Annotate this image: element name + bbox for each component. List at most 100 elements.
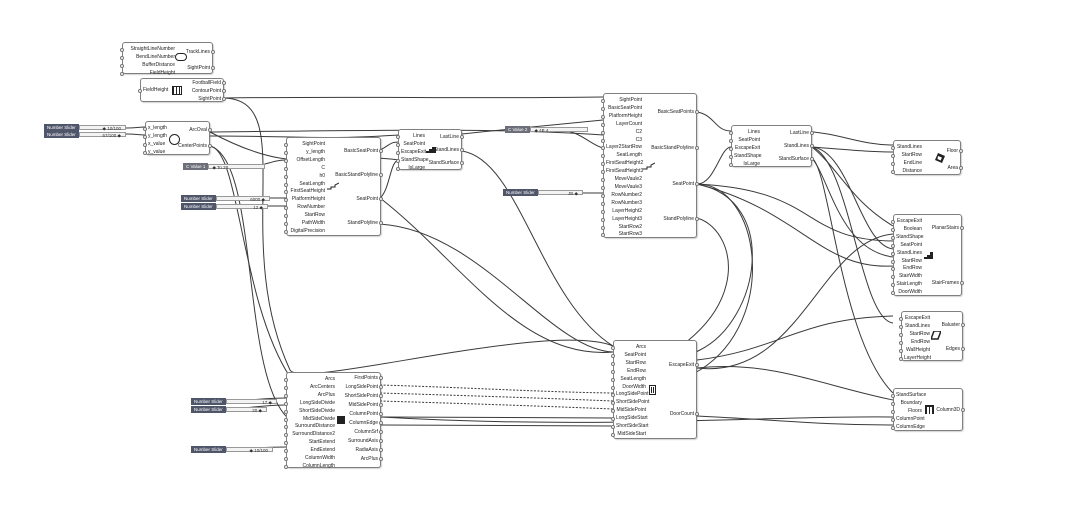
input-port[interactable]: StartRow — [891, 152, 922, 160]
number-slider[interactable]: Number Slider 67/100 ◆ — [44, 131, 126, 138]
input-port[interactable]: BendLineNumber — [120, 54, 175, 62]
input-port[interactable]: SeatPoint — [891, 242, 922, 250]
component-football-field[interactable]: FieldHeight FootballField ContourPoint S… — [137, 78, 227, 102]
slider-track[interactable]: 12 ◆ — [215, 204, 268, 210]
input-port[interactable]: FirstSeatHeight2 — [601, 160, 644, 167]
slider-track[interactable]: 20 ◆ — [225, 407, 267, 413]
input-port[interactable]: StandSurface — [891, 392, 927, 398]
input-port[interactable]: EndRow — [899, 339, 930, 347]
input-port[interactable]: SurroundDistance — [284, 423, 335, 431]
input-port[interactable]: IsLarge — [729, 161, 760, 169]
input-port[interactable]: DoorWidth — [611, 384, 646, 392]
output-port[interactable]: BasicStandPolyline — [335, 172, 383, 178]
input-port[interactable]: SeatPoint — [396, 141, 425, 149]
input-port[interactable]: EndLine — [891, 160, 922, 168]
input-port[interactable]: MidSideStart — [611, 431, 646, 439]
input-port[interactable]: ShortSideDivide — [284, 408, 335, 416]
input-port[interactable]: IsLarge — [396, 165, 425, 173]
input-port[interactable]: FieldHeight — [120, 70, 175, 78]
c-value-param[interactable]: C Value 2 ◆ 4B 4 — [505, 126, 588, 133]
input-port[interactable]: C2 — [601, 129, 642, 137]
input-port[interactable]: StairLength — [891, 281, 922, 289]
input-port[interactable]: Distance — [891, 168, 922, 176]
output-port[interactable]: ColumnPoint — [349, 411, 383, 417]
input-port[interactable]: SeatLength — [284, 181, 325, 189]
input-port[interactable]: SeatLength — [601, 152, 642, 160]
component-column-3d[interactable]: StandSurface Boundary Floors ColumnPoint… — [891, 388, 965, 431]
input-port[interactable]: x_length — [143, 125, 167, 131]
component-basic-seat-left[interactable]: SightPoint y_length OffsetLength C h0 Se… — [284, 137, 383, 236]
input-port[interactable]: y_length — [284, 149, 325, 157]
output-port[interactable]: ColumnSrf — [354, 429, 383, 435]
input-port[interactable]: y_value — [143, 148, 166, 155]
input-port[interactable]: MoveVaule3 — [601, 184, 642, 192]
output-port[interactable]: SeatPoint — [672, 181, 699, 187]
input-port[interactable]: StartRow — [891, 258, 922, 266]
component-arc-oval[interactable]: x_length y_length x_value y_value ArcOva… — [143, 121, 212, 155]
input-port[interactable]: EndRow — [891, 265, 922, 273]
output-port[interactable]: StandPolyline — [663, 216, 699, 222]
input-port[interactable]: Arcs — [611, 344, 646, 352]
slider-track[interactable]: JB ◆ — [537, 190, 583, 196]
output-port[interactable]: StandSurface — [428, 160, 465, 166]
number-slider[interactable]: Number Slider ◆ 10/100 — [44, 124, 126, 131]
c-value-track[interactable]: ◆ To 28 — [208, 164, 265, 170]
component-stand-lines-right[interactable]: Lines SeatPoint EscapeExit StandShape Is… — [729, 125, 815, 169]
input-port[interactable]: StandShape — [396, 156, 429, 163]
input-port[interactable]: LayerHeight — [899, 354, 931, 361]
input-port[interactable]: SightPoint — [601, 97, 642, 105]
input-port[interactable]: MoveVaule2 — [601, 176, 642, 184]
output-port[interactable]: ArcPlus — [360, 456, 384, 462]
output-port[interactable]: EscapeExit — [668, 362, 700, 368]
output-port[interactable]: TrackLines — [185, 49, 216, 55]
output-port[interactable]: StairFrames — [931, 280, 965, 286]
component-planar-stairs[interactable]: EscapeExit Boolean StandShape SeatPoint … — [891, 214, 965, 297]
input-port[interactable]: StartRow2 — [601, 224, 642, 232]
output-port[interactable]: BasicStandPolyline — [651, 145, 699, 151]
c-value-param[interactable]: C Value 1 ◆ To 28 — [183, 163, 265, 170]
input-port[interactable]: StraightLineNumber — [120, 46, 175, 54]
output-port[interactable]: LongSidePoint — [345, 384, 383, 390]
input-port[interactable]: ShortSideStart — [611, 423, 649, 430]
output-port[interactable]: Floor — [946, 148, 964, 154]
component-basic-seat-right[interactable]: SightPoint BasicSeatPoint PlatformHeight… — [601, 93, 700, 238]
input-port[interactable]: StandShape — [891, 233, 924, 240]
input-port[interactable]: SurroundDistance2 — [284, 431, 335, 439]
input-port[interactable]: ShortSidePoint — [611, 399, 650, 406]
input-port[interactable]: LongSideDivide — [284, 400, 335, 408]
output-port[interactable]: SurroundAxis — [347, 438, 384, 444]
input-port[interactable]: EscapeExit — [899, 315, 930, 323]
output-port[interactable]: StandLines — [783, 143, 815, 149]
output-port[interactable]: ArcOval — [189, 127, 212, 133]
input-port[interactable]: ColumnEdge — [891, 423, 925, 430]
output-port[interactable]: RadiaAxis — [355, 447, 383, 453]
input-port[interactable]: x_value — [143, 140, 166, 147]
input-port[interactable]: LongSidePoint — [611, 391, 649, 398]
output-port[interactable]: Area — [947, 165, 963, 171]
output-port[interactable]: MidSidePoint — [348, 402, 384, 408]
input-port[interactable]: LayerCount — [601, 121, 642, 129]
input-port[interactable]: DoorWidth — [891, 289, 922, 297]
output-port[interactable]: FootballField — [192, 80, 226, 86]
input-port[interactable]: Floors — [891, 408, 922, 416]
number-slider[interactable]: Number Slider 6000 ◆ — [181, 195, 270, 202]
input-port[interactable]: StartRow — [284, 212, 325, 220]
input-port[interactable]: FieldHeight — [137, 87, 169, 93]
slider-track[interactable]: 6000 ◆ — [215, 196, 270, 202]
input-port[interactable]: WallHeight — [899, 347, 930, 355]
output-port[interactable]: Column3D — [936, 407, 965, 413]
input-port[interactable]: ColumnLength — [284, 463, 335, 471]
input-port[interactable]: MidSideDivide — [284, 416, 335, 424]
number-slider[interactable]: Number Slider 20 ◆ — [191, 406, 267, 413]
output-port[interactable]: LastLine — [790, 130, 814, 136]
input-port[interactable]: SightPoint — [284, 141, 325, 149]
input-port[interactable]: StandLines — [891, 144, 922, 152]
output-port[interactable]: BasicSeatPoint — [344, 148, 383, 154]
slider-track[interactable]: 17 ◆ — [225, 399, 277, 405]
input-port[interactable]: Layer2StartRow — [601, 144, 642, 152]
input-port[interactable]: EscapeExit — [729, 145, 760, 153]
output-port[interactable]: ColumnEdge — [349, 420, 383, 426]
input-port[interactable]: ArcCenters — [284, 384, 335, 392]
input-port[interactable]: SeatLength — [611, 376, 646, 384]
input-port[interactable]: FirstSeatHeight — [284, 188, 325, 196]
